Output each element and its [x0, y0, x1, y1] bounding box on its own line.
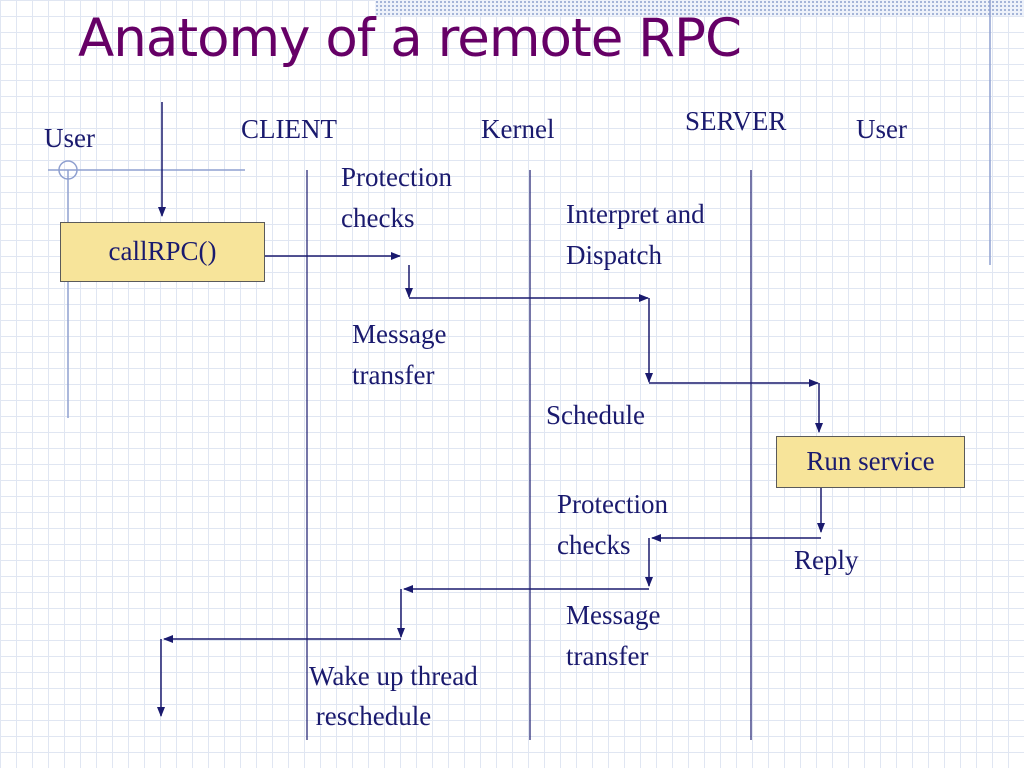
header-client: CLIENT — [241, 114, 337, 144]
header-user-left: User — [44, 123, 95, 153]
step-message-transfer-1-line1: Message — [352, 319, 447, 349]
step-interpret-line1: Interpret and — [566, 199, 705, 229]
decor-circle — [58, 160, 78, 180]
step-wake-up-line2: reschedule — [309, 701, 432, 731]
step-interpret-line2: Dispatch — [566, 240, 662, 270]
header-kernel: Kernel — [481, 114, 555, 144]
title-decor-band — [375, 0, 1024, 16]
step-protection-checks-1-line1: Protection — [341, 162, 452, 192]
step-message-transfer-2-line1: Message — [566, 600, 661, 630]
step-schedule: Schedule — [546, 400, 645, 430]
slide-title: Anatomy of a remote RPC — [78, 8, 742, 69]
callrpc-box: callRPC() — [60, 222, 265, 282]
header-server: SERVER — [685, 106, 787, 136]
step-reply: Reply — [794, 545, 859, 575]
step-protection-checks-2-line1: Protection — [557, 489, 668, 519]
step-message-transfer-1-line2: transfer — [352, 360, 435, 390]
step-protection-checks-2-line2: checks — [557, 530, 631, 560]
run-service-box: Run service — [776, 436, 965, 488]
header-user-right: User — [856, 114, 907, 144]
step-message-transfer-2-line2: transfer — [566, 641, 649, 671]
step-protection-checks-1-line2: checks — [341, 203, 415, 233]
step-wake-up-line1: Wake up thread — [309, 661, 478, 691]
